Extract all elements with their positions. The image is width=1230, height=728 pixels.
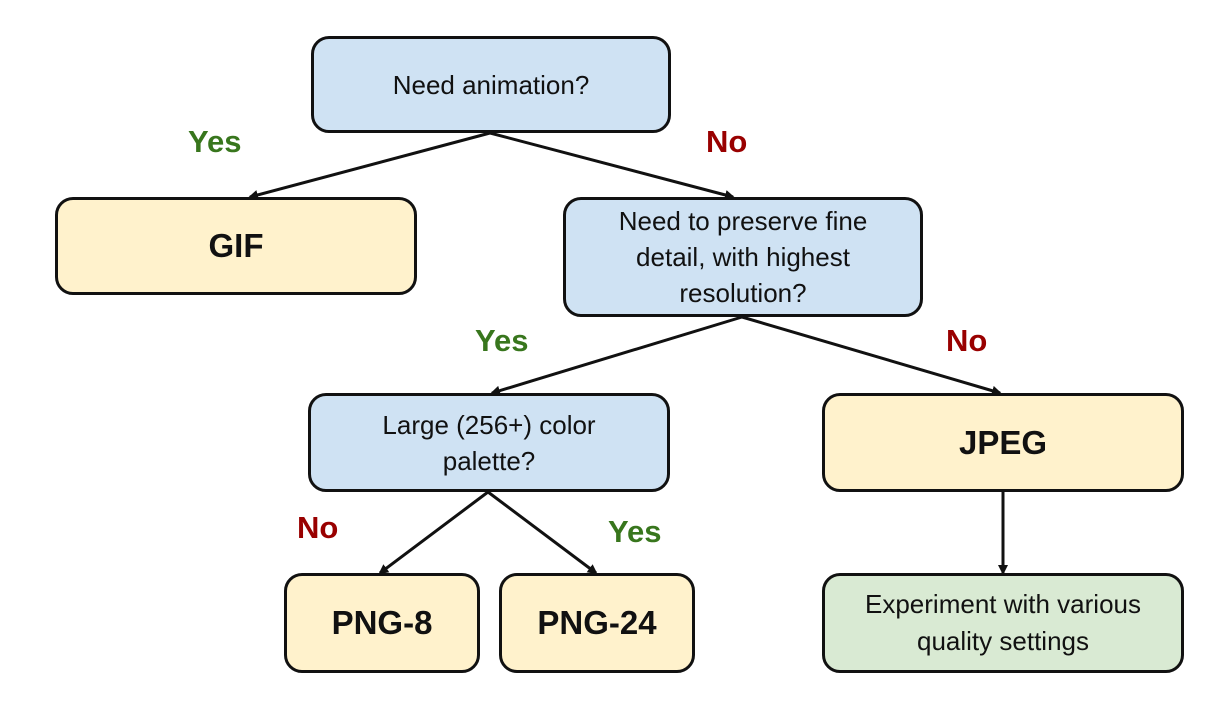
edge-palette-to-png8	[378, 490, 489, 575]
node-need-animation: Need animation?	[311, 36, 671, 133]
node-png8: PNG-8	[284, 573, 480, 673]
edge-palette-to-png24	[487, 490, 598, 575]
node-png8-text: PNG-8	[331, 604, 433, 641]
node-fine-detail-text: Need to preserve fine detail, with highe…	[618, 206, 868, 308]
edge-label-animation-yes: Yes	[188, 124, 242, 159]
node-large-palette: Large (256+) color palette?	[308, 393, 670, 492]
edge-animation-to-gif	[248, 131, 491, 200]
edge-detail-to-palette	[490, 315, 743, 396]
edge-label-palette-no: No	[297, 510, 339, 545]
edge-label-detail-yes: Yes	[475, 323, 529, 358]
node-gif-text: GIF	[208, 227, 264, 264]
node-experiment: Experiment with various quality settings	[822, 573, 1184, 673]
edge-detail-to-jpeg	[741, 315, 1002, 396]
node-fine-detail: Need to preserve fine detail, with highe…	[563, 197, 923, 317]
node-jpeg: JPEG	[822, 393, 1184, 492]
node-need-animation-text: Need animation?	[392, 69, 590, 100]
node-experiment-text: Experiment with various quality settings	[865, 589, 1141, 656]
node-jpeg-text: JPEG	[958, 423, 1048, 461]
node-large-palette-text: Large (256+) color palette?	[382, 409, 596, 476]
edge-label-palette-yes: Yes	[608, 514, 662, 549]
node-png24: PNG-24	[499, 573, 695, 673]
edge-label-detail-no: No	[946, 323, 988, 358]
edge-label-animation-no: No	[706, 124, 748, 159]
node-gif: GIF	[55, 197, 417, 295]
node-png24-text: PNG-24	[537, 604, 657, 641]
edge-animation-to-detail	[489, 131, 735, 200]
